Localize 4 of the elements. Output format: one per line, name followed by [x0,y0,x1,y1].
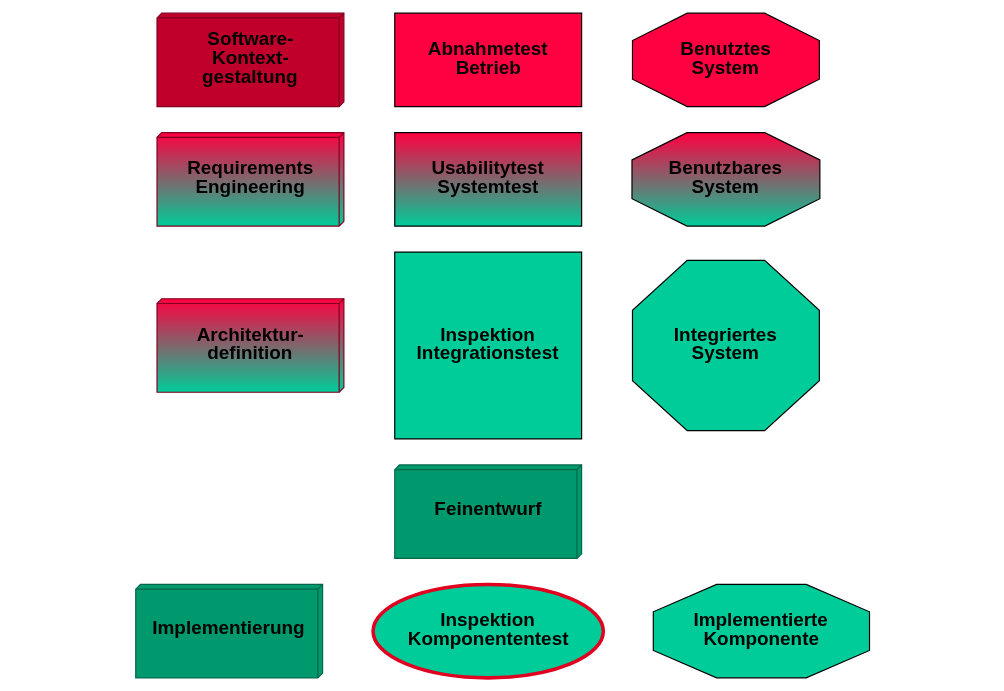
node-ellipse: Inspektion Komponententest [370,582,605,680]
node-box: Abnahmetest Betrieb [393,12,582,108]
node-box: Usabilitytest Systemtest [393,132,582,227]
node-box: Inspektion Integrationstest [393,251,582,440]
